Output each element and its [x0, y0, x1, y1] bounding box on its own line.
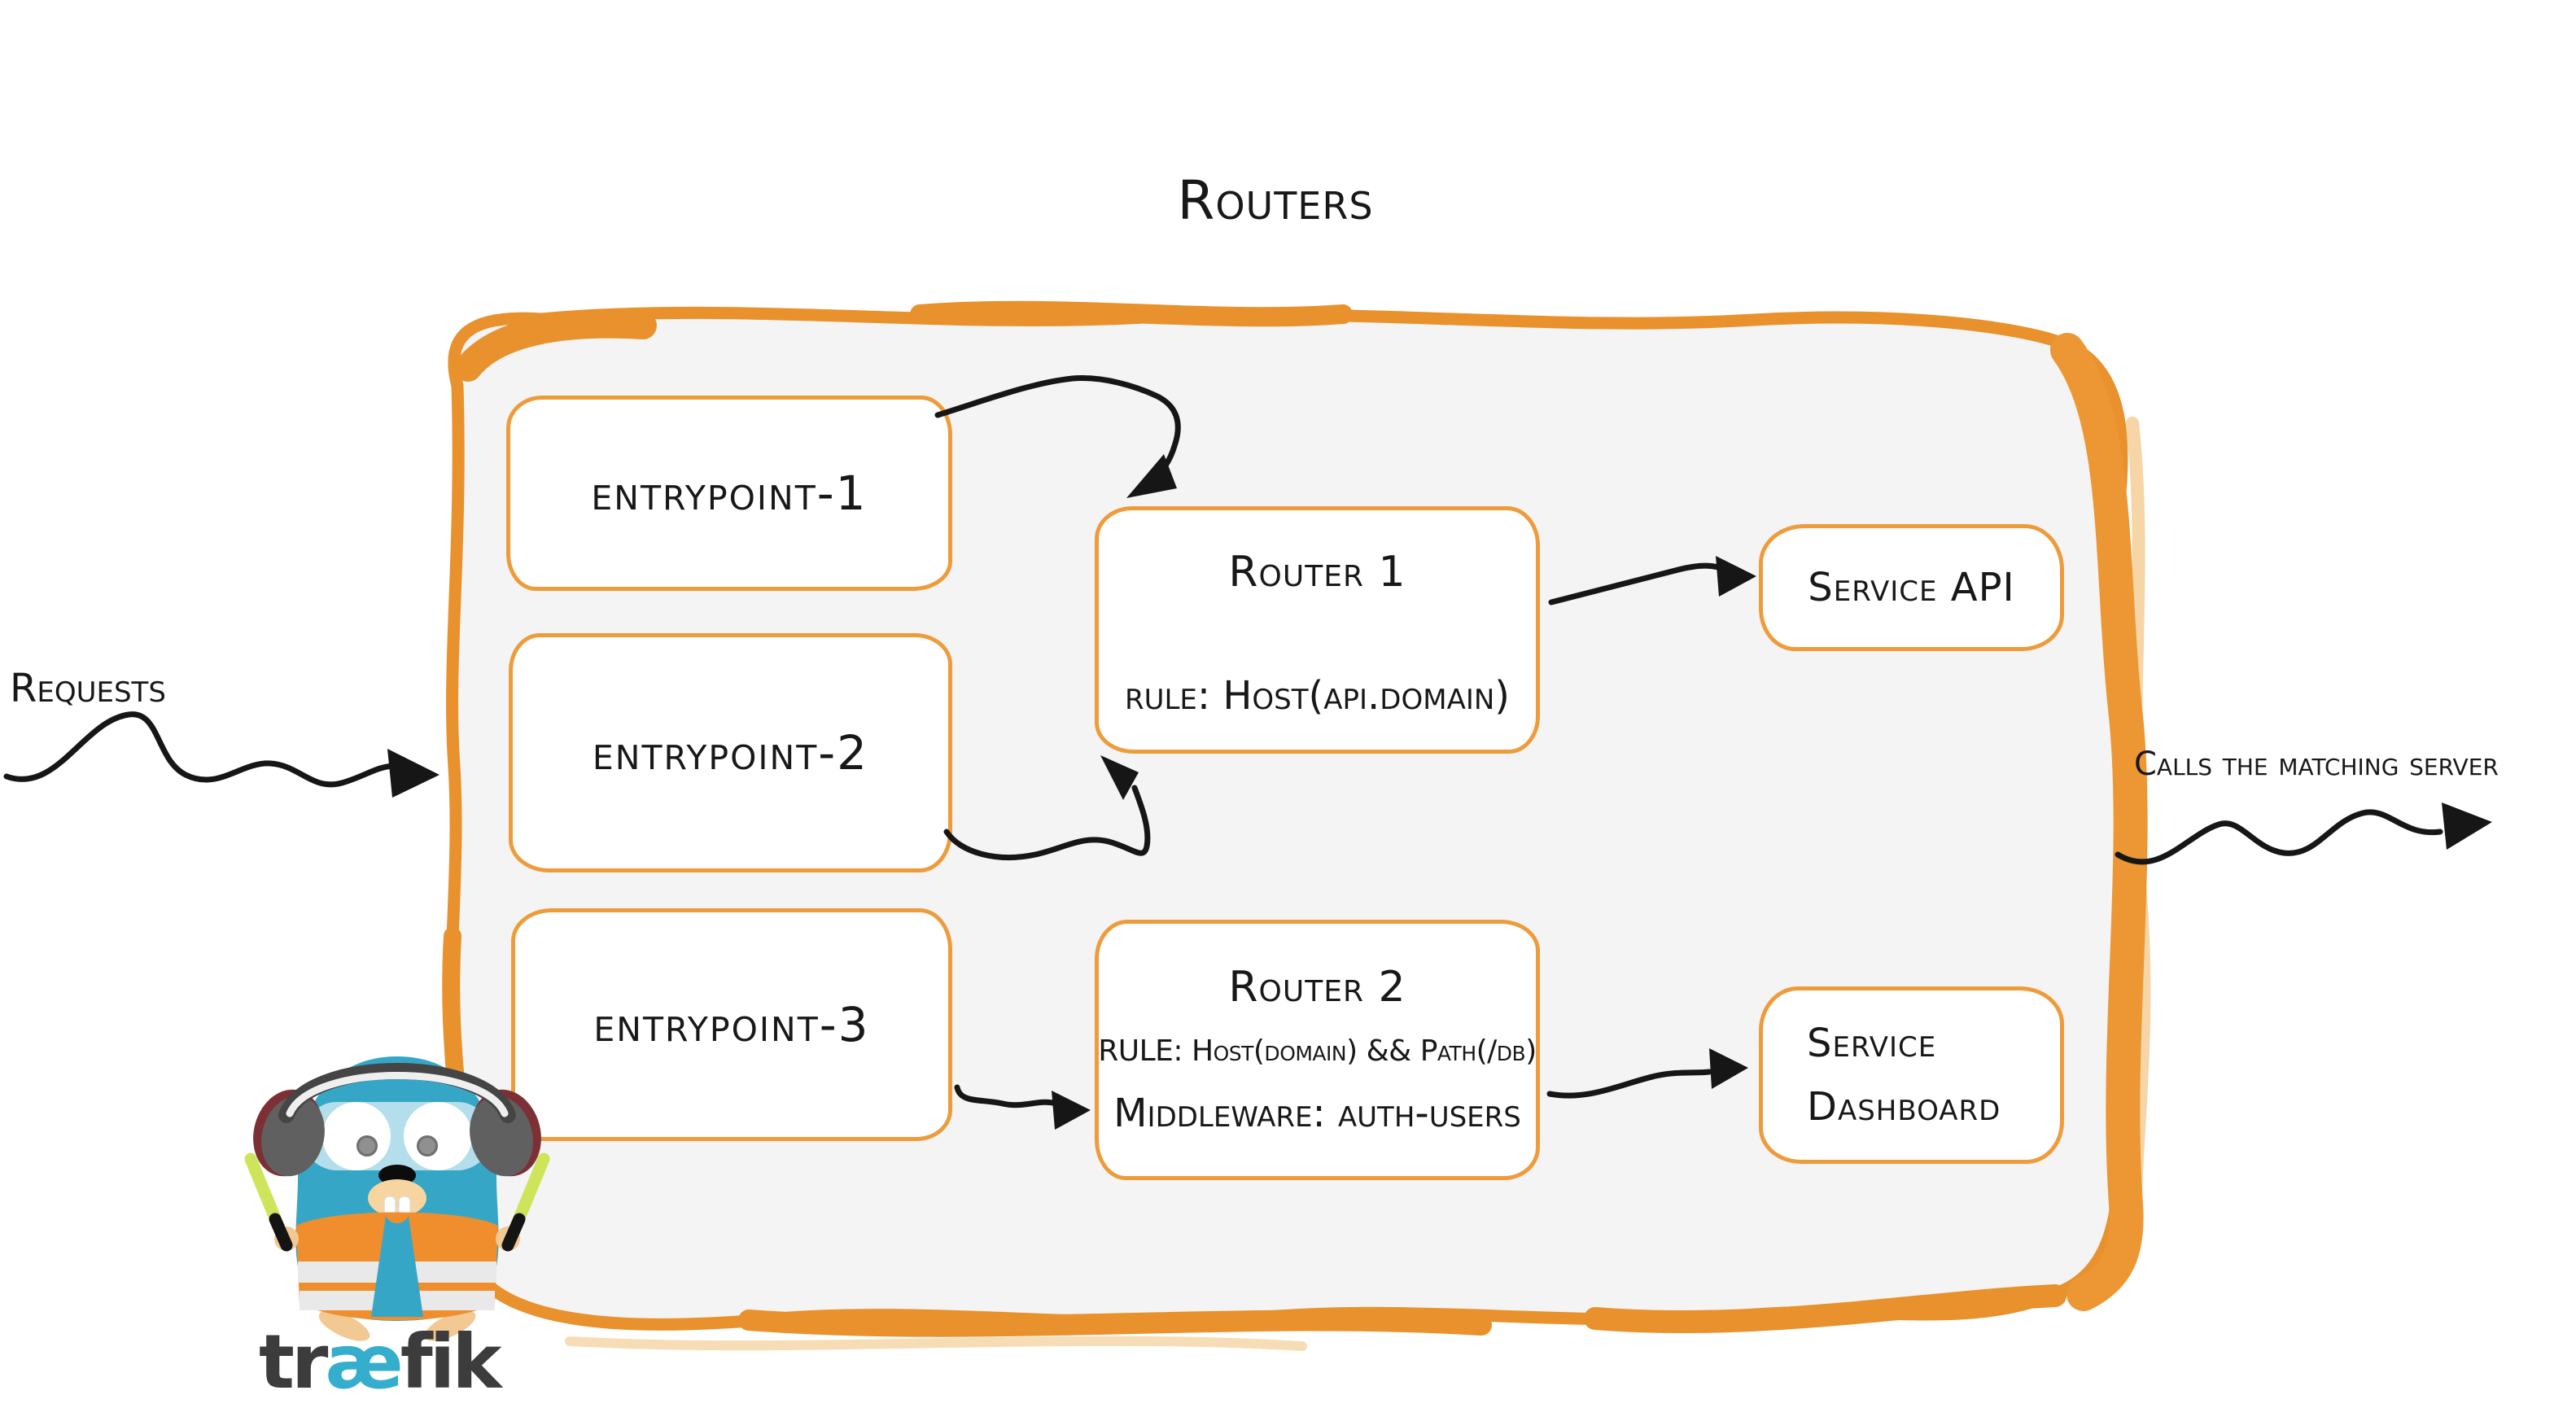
- arrowhead-calls: [2442, 802, 2492, 850]
- service-dashboard-label-line1: Service: [1807, 1021, 1937, 1066]
- arrow-entrypoint1-router1: [934, 375, 1181, 484]
- router-1-rule: rule: Host(api.domain): [1124, 673, 1511, 719]
- arrow-requests: [3, 711, 397, 788]
- calls-label: Calls the matching server: [2134, 746, 2499, 783]
- brush-accent-bottom-mid: [738, 1310, 1492, 1337]
- entrypoint-1-box: entrypoint-1: [506, 396, 952, 591]
- wordmark-ae: æ: [325, 1318, 403, 1406]
- brush-accent-top-mid: [910, 300, 1353, 327]
- wordmark-pre: tr: [259, 1318, 328, 1406]
- traefik-gopher-icon: [244, 1056, 550, 1341]
- diagram-title: Routers: [1177, 169, 1374, 232]
- entrypoint-3-label: entrypoint-3: [593, 997, 870, 1052]
- wordmark-post: fik: [400, 1318, 502, 1406]
- arrowhead-router1-serviceapi: [1716, 556, 1756, 597]
- traefik-logo: træfik: [205, 1045, 588, 1408]
- arrowhead-entrypoint3-router2: [1052, 1091, 1091, 1130]
- arrowhead-entrypoint1-router1: [1126, 454, 1177, 498]
- arrowhead-entrypoint2-router1: [1100, 755, 1139, 800]
- entrypoint-2-box: entrypoint-2: [509, 633, 952, 872]
- brush-accent-bottom-fringe: [565, 1336, 1307, 1351]
- requests-label: Requests: [10, 666, 166, 711]
- router-2-title: Router 2: [1228, 963, 1406, 1012]
- router-1-title: Router 1: [1228, 548, 1406, 597]
- arrowhead-router2-servicedashboard: [1709, 1048, 1748, 1089]
- brush-accent-right-fringe: [2126, 417, 2151, 1244]
- arrow-calls: [2115, 809, 2443, 865]
- brush-accent-right-edge: [2050, 333, 2148, 1311]
- entrypoint-1-label: entrypoint-1: [591, 466, 868, 521]
- service-api-box: Service API: [1759, 524, 2064, 651]
- router-1-box: Router 1 rule: Host(api.domain): [1095, 506, 1540, 754]
- arrow-router1-serviceapi: [1548, 562, 1729, 606]
- arrow-entrypoint3-router2: [954, 1084, 1060, 1108]
- router-2-middleware: Middleware: auth-users: [1113, 1091, 1521, 1136]
- router-2-rule: RULE: Host(domain) && Path(/db): [1098, 1034, 1537, 1068]
- service-dashboard-box: Service Dashboard: [1759, 986, 2064, 1164]
- traefik-wordmark: træfik: [259, 1325, 502, 1400]
- brush-accent-top-left: [454, 310, 657, 382]
- arrow-router2-servicedashboard: [1546, 1069, 1712, 1099]
- entrypoint-3-box: entrypoint-3: [511, 908, 952, 1141]
- router-2-box: Router 2 RULE: Host(domain) && Path(/db)…: [1095, 920, 1540, 1180]
- brush-accent-bottom-right: [1584, 1284, 2066, 1334]
- service-dashboard-label-line2: Dashboard: [1807, 1084, 2001, 1130]
- arrow-entrypoint2-router1: [943, 785, 1151, 860]
- service-api-label: Service API: [1808, 565, 2015, 610]
- entrypoint-2-label: entrypoint-2: [592, 725, 869, 781]
- arrowhead-requests: [387, 749, 440, 798]
